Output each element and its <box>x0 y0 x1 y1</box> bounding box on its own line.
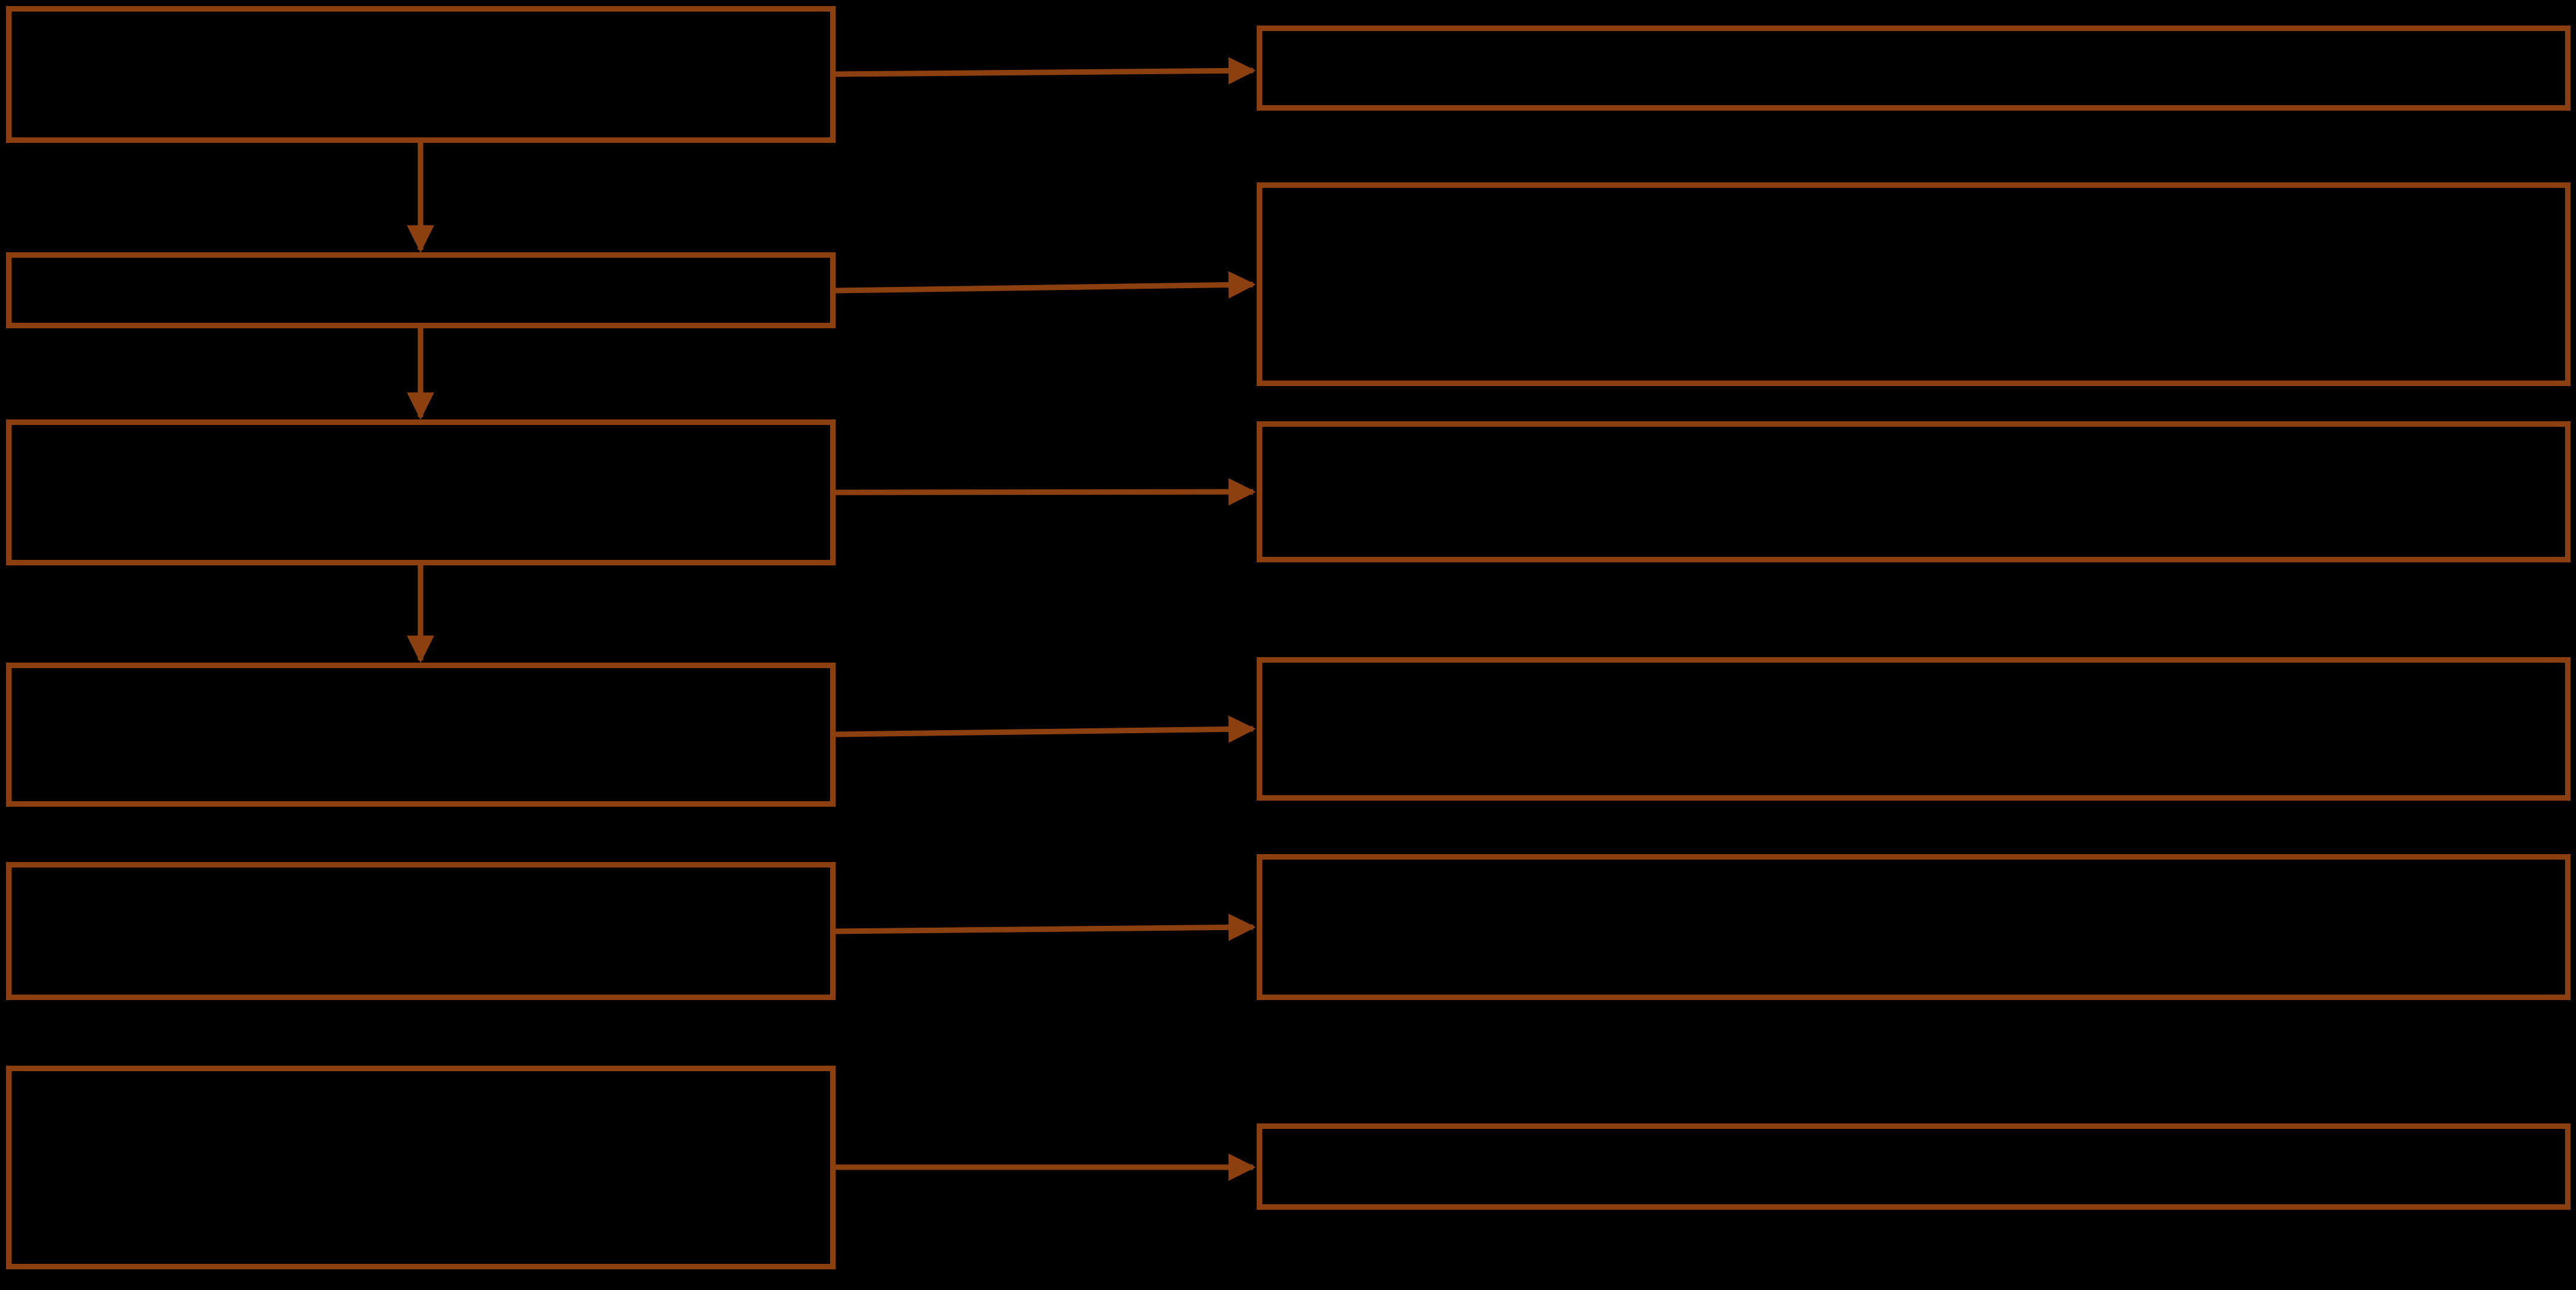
connector-left-1-to-right-1 <box>835 57 1256 85</box>
connector-group <box>407 57 1256 1181</box>
flowchart-node-left-6 <box>6 1066 836 1269</box>
connector-left-5-to-right-5 <box>835 913 1256 941</box>
flowchart-node-right-1 <box>1257 26 2571 111</box>
flowchart-node-left-2 <box>6 252 836 328</box>
flowchart-node-right-5 <box>1257 854 2571 1000</box>
flowchart-node-left-4 <box>6 663 836 807</box>
flowchart-node-right-4 <box>1257 657 2571 801</box>
connector-left-4-to-right-4 <box>835 716 1256 743</box>
flowchart-node-right-2 <box>1257 182 2571 386</box>
flowchart-node-left-5 <box>6 862 836 1000</box>
flowchart-node-right-6 <box>1257 1123 2571 1210</box>
flowchart-node-left-1 <box>6 6 836 143</box>
connector-left-2-to-right-2 <box>835 271 1256 299</box>
flowchart-node-right-3 <box>1257 421 2571 562</box>
flowchart-node-left-3 <box>6 419 836 565</box>
